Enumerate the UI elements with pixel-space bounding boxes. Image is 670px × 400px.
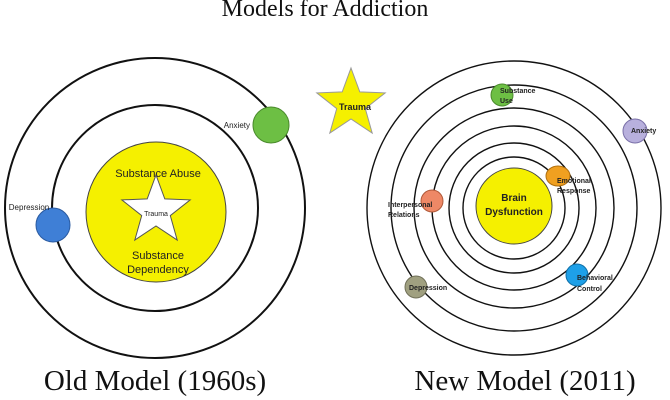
new-anxiety-node — [622, 118, 648, 144]
new-ring-3 — [413, 107, 615, 309]
old-model: Substance Abuse Trauma Substance Depende… — [4, 57, 306, 397]
new-behavioral-node — [565, 263, 589, 287]
new-substance-use-node — [490, 83, 514, 107]
new-behavioral-label-1: Behavioral — [577, 275, 613, 282]
new-behavioral-label-2: Control — [577, 286, 602, 293]
new-substance-use-label-2: Use — [500, 98, 513, 105]
old-depression-label: Depression — [9, 203, 49, 212]
trauma-star-icon — [315, 66, 387, 135]
new-ring-6 — [462, 156, 566, 260]
old-anxiety-label: Anxiety — [224, 121, 250, 130]
new-core-brain: Brain — [501, 193, 527, 204]
new-interpersonal-label-1: Interpersonal — [388, 202, 432, 209]
new-depression-node — [404, 275, 428, 299]
new-emotional-label-2: Response — [557, 188, 591, 195]
new-ring-2 — [390, 84, 638, 332]
new-anxiety-label: Anxiety — [631, 128, 656, 135]
old-core-substance: Substance — [132, 250, 184, 262]
new-ring-1 — [366, 60, 662, 356]
new-model: Brain Dysfunction Substance Use Anxiety … — [366, 60, 662, 397]
new-emotional-node — [545, 165, 571, 187]
new-core-dysfunction: Dysfunction — [485, 207, 543, 218]
old-core-dependency: Dependency — [127, 264, 189, 276]
trauma-star-label: Trauma — [339, 102, 372, 112]
old-trauma-star-icon — [120, 173, 192, 242]
old-outer-ring — [4, 57, 306, 359]
new-depression-label: Depression — [409, 285, 447, 292]
new-interpersonal-node — [420, 189, 444, 213]
new-emotional-label-1: Emotional — [557, 178, 591, 185]
new-core-circle — [475, 167, 553, 245]
new-model-caption: New Model (2011) — [414, 365, 635, 397]
diagram-title: Models for Addiction — [222, 0, 429, 22]
trauma-star-group: Trauma — [315, 66, 387, 135]
old-depression-node — [35, 207, 71, 243]
old-model-caption: Old Model (1960s) — [44, 365, 266, 397]
old-anxiety-node — [252, 106, 290, 144]
old-star-trauma-label: Trauma — [144, 211, 168, 218]
new-substance-use-label-1: Substance — [500, 88, 536, 95]
new-ring-5 — [448, 142, 580, 274]
new-interpersonal-label-2: Relations — [388, 212, 420, 219]
old-core-substance-abuse: Substance Abuse — [115, 168, 201, 180]
